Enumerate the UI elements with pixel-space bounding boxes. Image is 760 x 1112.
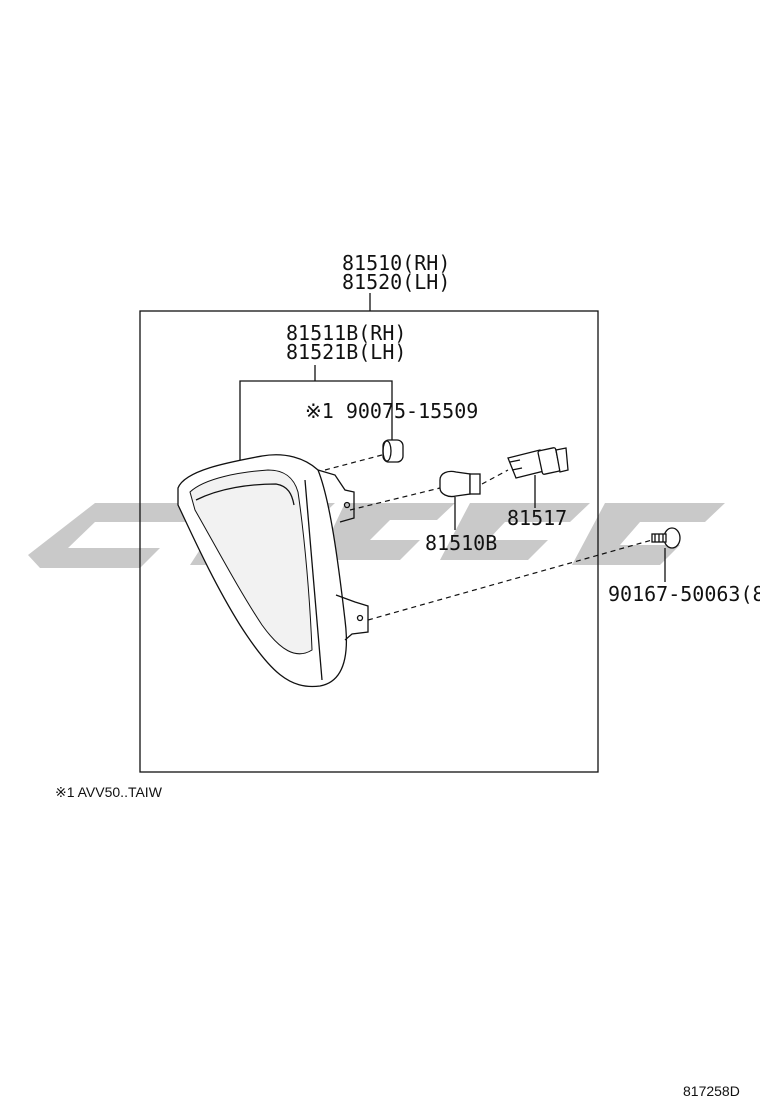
label-assembly-rh: 81510(RH) [342, 251, 450, 275]
lamp-housing [177, 454, 369, 688]
label-assembly-lh: 81520(LH) [342, 270, 450, 294]
label-housing-rh: 81511B(RH) [286, 321, 406, 345]
diagram-code: 817258D [683, 1083, 740, 1099]
bulb [439, 470, 481, 498]
assembly-frame [139, 310, 599, 773]
bulb-dash-line [349, 487, 441, 511]
housing-bracket-leader [239, 380, 393, 465]
grommet-dash-line [324, 454, 383, 471]
grommet [382, 439, 404, 463]
socket [507, 447, 569, 479]
label-bulb: 81510B [425, 531, 497, 555]
label-housing-lh: 81521B(LH) [286, 340, 406, 364]
label-socket: 81517 [507, 506, 567, 530]
screw [651, 527, 681, 549]
socket-dash-line [481, 469, 509, 485]
screw-dash-line [367, 539, 653, 621]
footnote: ※1 AVV50..TAIW [55, 784, 163, 800]
label-screw: 90167-50063(8) [608, 582, 760, 606]
label-grommet-part: ※1 90075-15509 [305, 399, 478, 423]
